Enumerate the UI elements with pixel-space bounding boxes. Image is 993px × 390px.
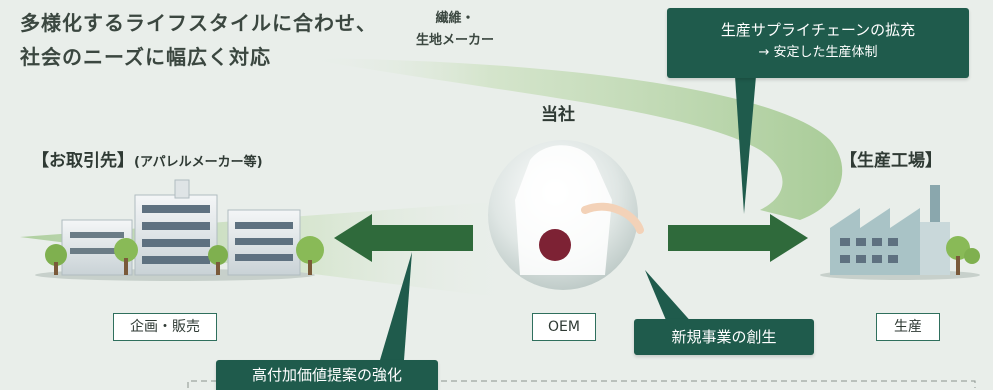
supply-chain-callout: 生産サプライチェーンの拡充 → 安定した生産体制 <box>667 8 969 78</box>
supplier-line1: 繊維・ <box>435 11 475 26</box>
arrow-to-factory <box>668 214 808 262</box>
value-callout-pointer <box>380 252 412 360</box>
company-photo <box>488 140 644 290</box>
supply-swoosh <box>300 58 843 220</box>
client-label: 企画・販売 <box>113 313 217 341</box>
supply-callout-line1: 生産サプライチェーンの拡充 <box>720 21 916 39</box>
arrow-to-client <box>334 214 473 262</box>
dashed-frame <box>187 380 976 388</box>
factory-title: 【生産工場】 <box>840 151 942 171</box>
headline-line2: 社会のニーズに幅広く対応 <box>20 45 271 69</box>
factory-label: 生産 <box>876 313 940 341</box>
new-business-callout: 新規事業の創生 <box>634 319 814 355</box>
headline-line1: 多様化するライフスタイルに合わせ、 <box>20 11 377 35</box>
company-title: 当社 <box>541 105 575 125</box>
supply-callout-pointer <box>735 76 756 214</box>
supplier-label: 繊維・ 生地メーカー <box>400 8 510 52</box>
factory-illustration <box>820 185 980 280</box>
client-title: 【お取引先】(アパレルメーカー等) <box>32 146 263 171</box>
client-title-sub: (アパレルメーカー等) <box>134 155 263 170</box>
new-business-callout-pointer <box>645 270 694 325</box>
client-title-main: 【お取引先】 <box>32 151 134 171</box>
supplier-line2: 生地メーカー <box>415 33 494 48</box>
value-proposal-callout: 高付加価値提案の強化 <box>216 360 438 390</box>
supply-callout-line2: → 安定した生産体制 <box>758 45 878 60</box>
company-label: OEM <box>532 313 596 341</box>
office-buildings-illustration <box>35 179 324 281</box>
headline: 多様化するライフスタイルに合わせ、 社会のニーズに幅広く対応 <box>20 6 377 74</box>
